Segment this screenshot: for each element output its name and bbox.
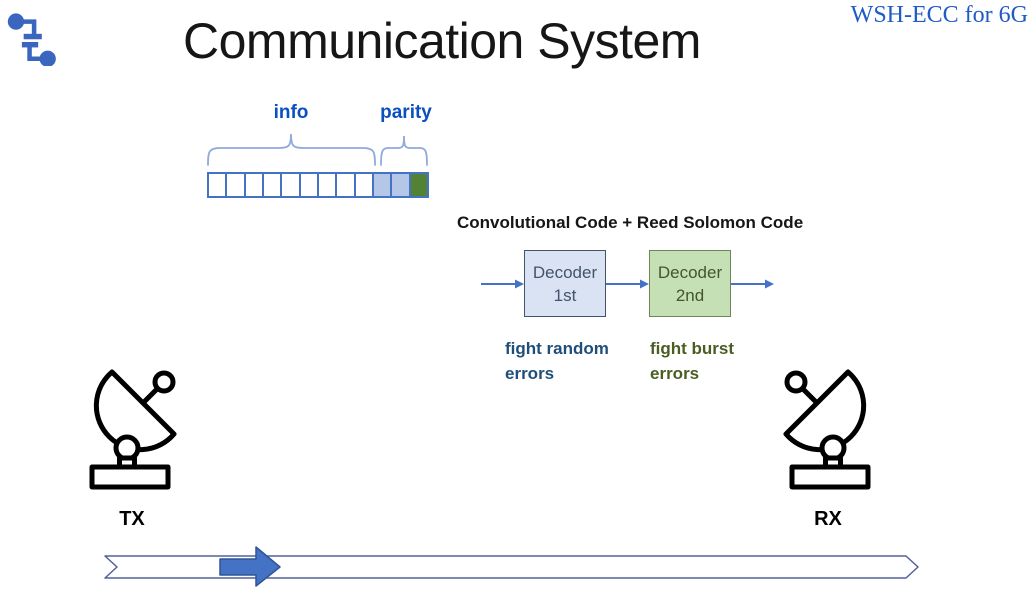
decoder1-line1: Decoder — [532, 262, 598, 282]
arrow-out-of-decoder2-icon — [731, 279, 774, 289]
note-burst-line1: fight burst — [650, 339, 735, 358]
decoder-1st-box: Decoder 1st — [524, 250, 606, 317]
codeword-cell-info — [353, 174, 372, 196]
parity-label: parity — [380, 102, 432, 123]
note-random-line1: fight random — [505, 339, 609, 358]
note-fight-burst-errors: fight burst errors — [650, 336, 734, 386]
flow-arrow-icon — [219, 546, 281, 587]
rx-label: RX — [814, 508, 842, 530]
parity-brace — [380, 135, 428, 166]
codeword-cell-info — [209, 174, 226, 196]
transmitter: TX — [82, 366, 182, 531]
corner-tag: WSH-ECC for 6G — [850, 2, 1028, 28]
codeword-cell-info — [243, 174, 262, 196]
arrow-between-decoders-icon — [606, 279, 649, 289]
note-random-line2: errors — [505, 364, 555, 383]
codeword-cell-info — [280, 174, 299, 196]
codeword-cell-parity_blue — [390, 174, 409, 196]
decoder2-line1: Decoder — [657, 262, 723, 282]
circuit-logo-icon — [7, 13, 56, 66]
codeword-cell-info — [316, 174, 336, 196]
info-brace — [207, 133, 376, 166]
codeword-cell-info — [335, 174, 354, 196]
coding-caption: Convolutional Code + Reed Solomon Code — [457, 213, 804, 232]
satellite-dish-tx-icon — [89, 369, 177, 490]
note-fight-random-errors: fight random errors — [505, 336, 609, 386]
tx-label: TX — [119, 508, 145, 530]
channel-graphic — [104, 546, 919, 587]
decoder2-line2: 2nd — [675, 285, 705, 305]
arrow-into-decoder1-icon — [481, 279, 524, 289]
codeword-cell-info — [261, 174, 281, 196]
braces-graphic — [207, 133, 428, 166]
info-label: info — [273, 102, 309, 123]
satellite-dish-rx-icon — [783, 369, 871, 490]
codeword-bar — [207, 172, 429, 198]
codeword-cell-parity_green — [408, 174, 427, 196]
codeword-cell-info — [298, 174, 317, 196]
codeword-cell-parity_blue — [371, 174, 391, 196]
codeword-cell-info — [225, 174, 244, 196]
receiver: RX — [778, 366, 878, 531]
note-burst-line2: errors — [650, 364, 700, 383]
decoder-2nd-box: Decoder 2nd — [649, 250, 731, 317]
page-title: Communication System — [183, 13, 701, 69]
channel-chevron-outline — [104, 555, 919, 579]
decoder1-line2: 1st — [553, 285, 577, 305]
